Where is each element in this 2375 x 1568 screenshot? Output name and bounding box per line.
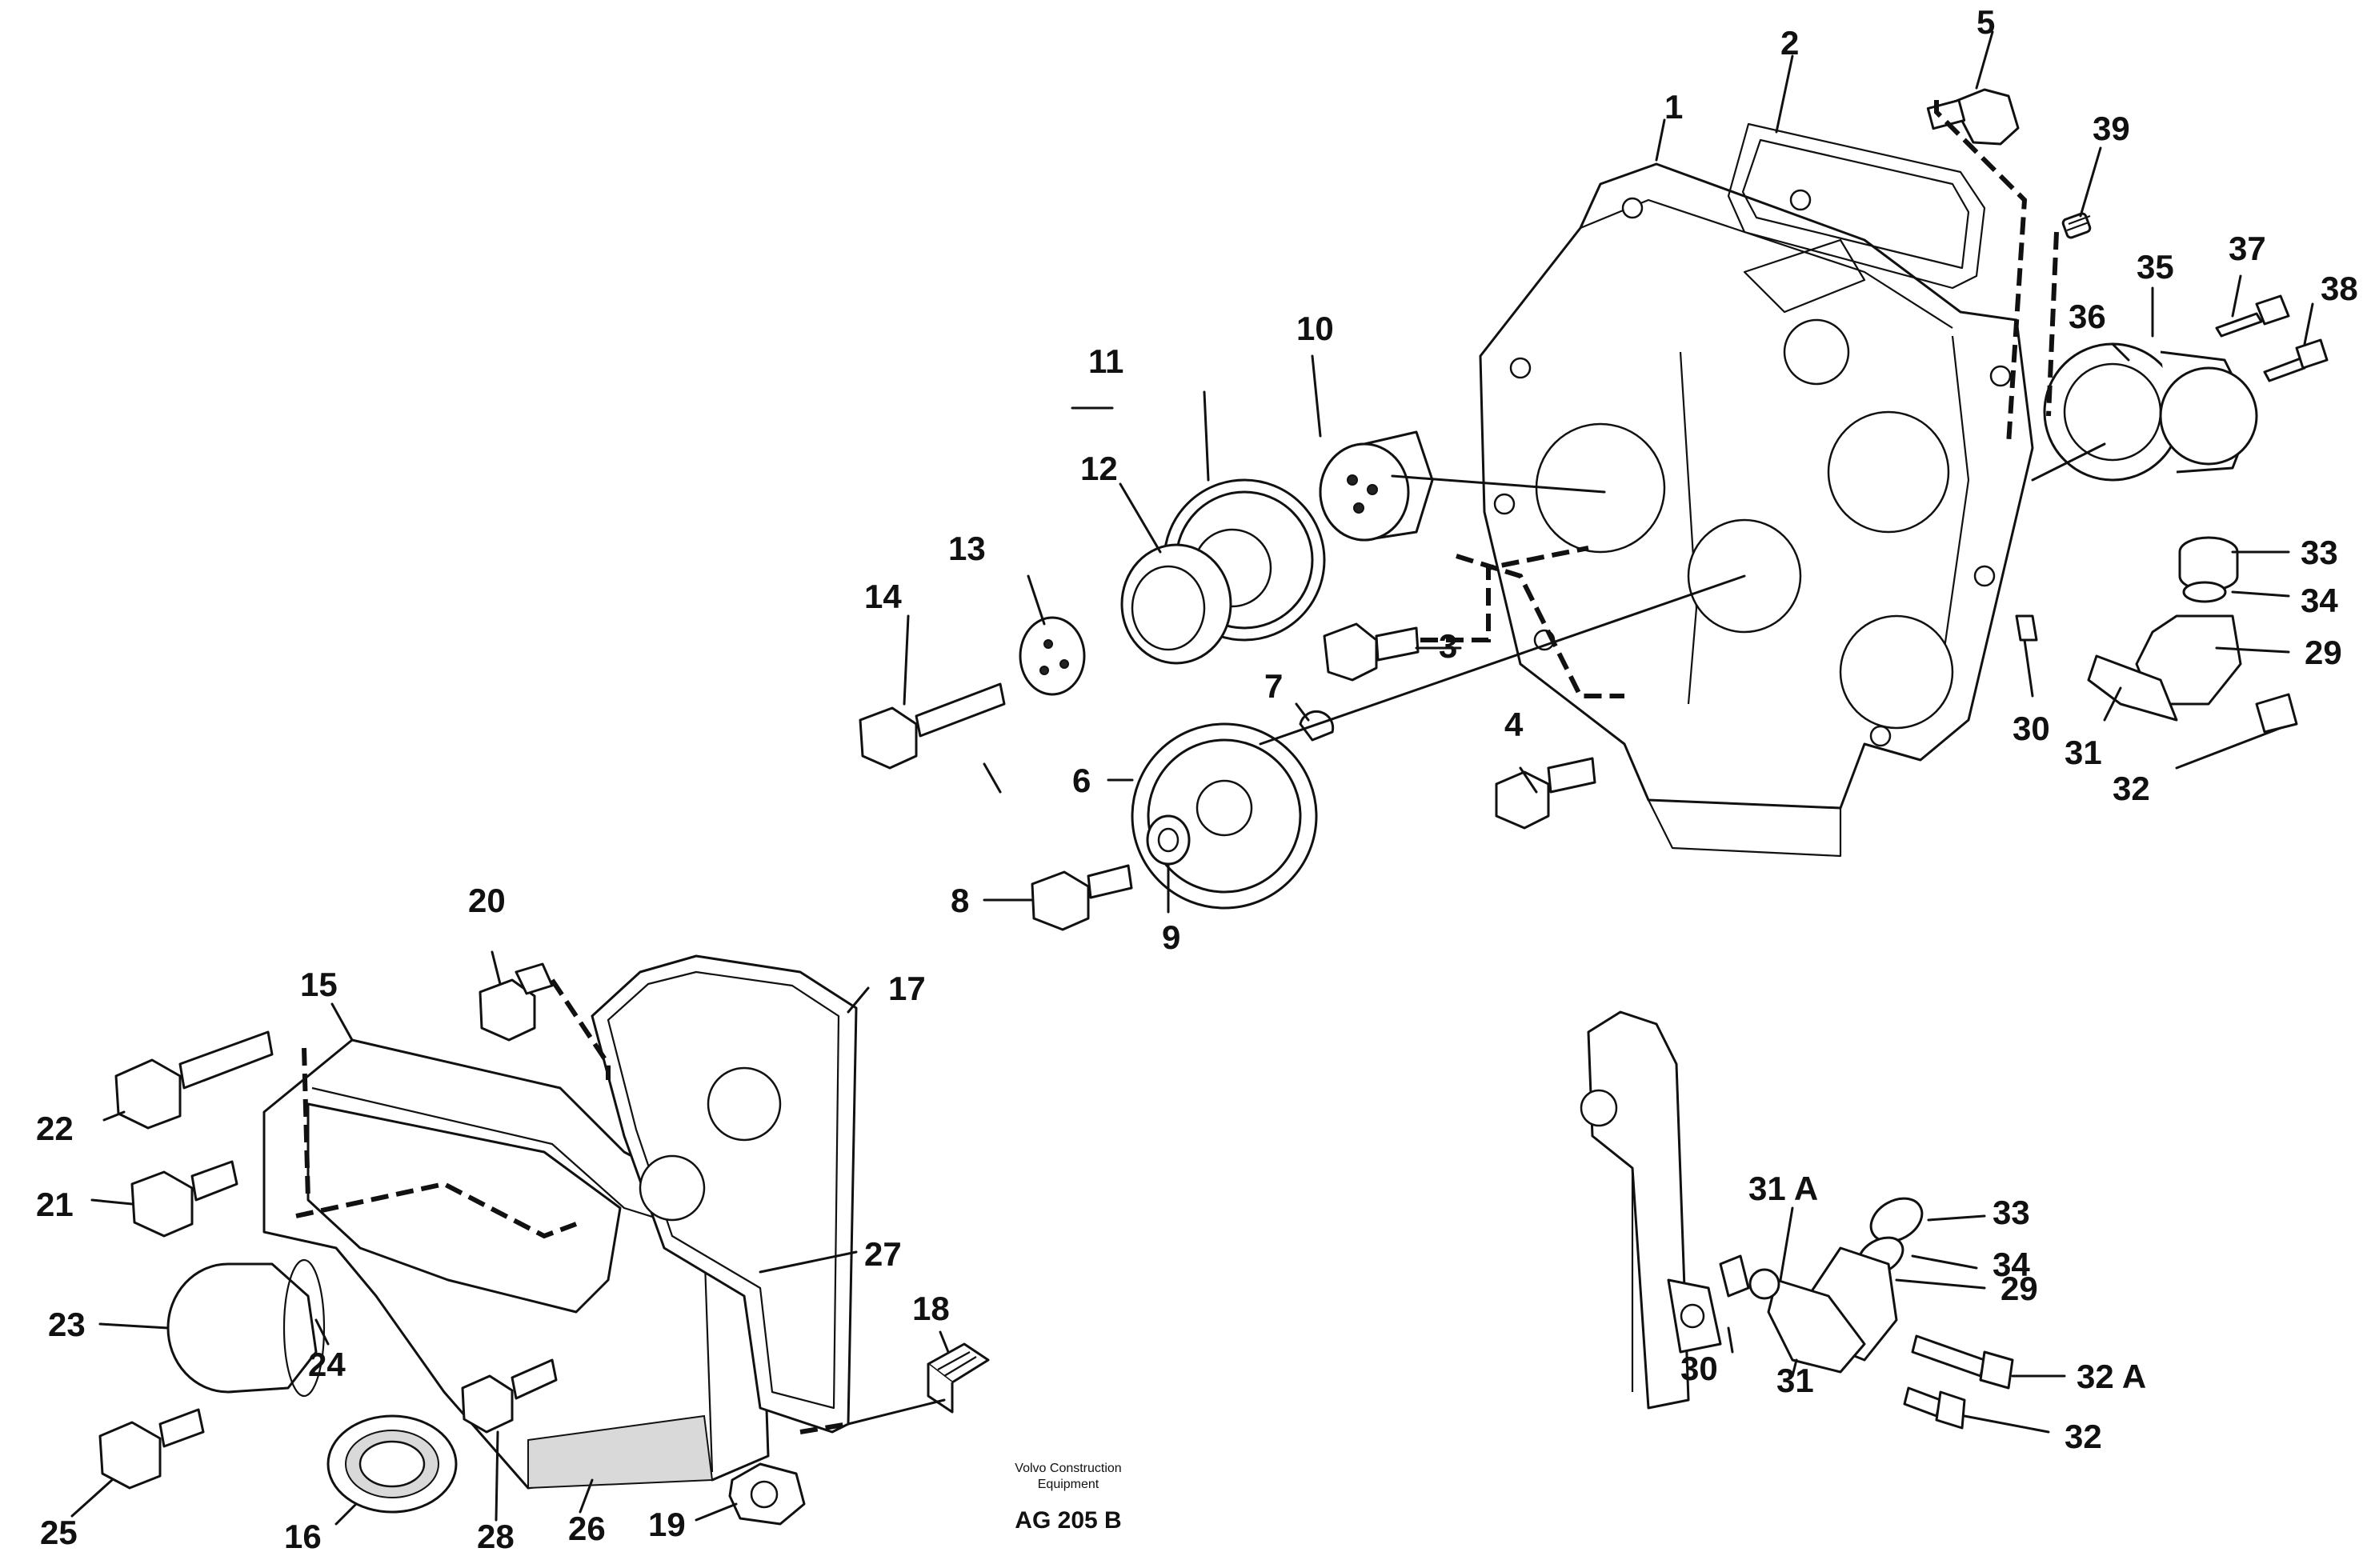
label-9: 9 [1162,918,1180,956]
oring-24 [282,1258,326,1398]
elbow-group-bottom [1719,1197,2014,1430]
label-2: 2 [1780,24,1799,62]
label-27: 27 [864,1235,902,1273]
label-30-detail: 30 [1680,1350,1718,1387]
label-29: 29 [2305,634,2342,671]
label-30: 30 [2013,710,2050,747]
label-24: 24 [308,1346,346,1383]
bolt-14 [859,682,1006,770]
label-32-detail: 32 [2065,1418,2102,1455]
bolts-37-38 [2215,294,2329,382]
detail-casing-fragment [1580,1010,1722,1410]
caption-line-2: Equipment [1038,1478,1099,1491]
stud-18 [927,1342,990,1414]
bolt-28 [461,1358,558,1434]
label-8: 8 [951,882,969,919]
label-28: 28 [477,1518,515,1555]
label-31-detail: 31 [1776,1362,1814,1399]
plug-39 [2061,212,2092,239]
label-14: 14 [864,578,902,615]
label-34-detail: 34 [1993,1246,2030,1283]
label-3: 3 [1439,627,1457,665]
cover-gasket-17 [591,954,858,1434]
label-16: 16 [284,1518,322,1555]
label-33: 33 [2301,534,2338,571]
label-31: 31 [2065,734,2102,771]
assembly-dashed-lines [295,100,2059,1434]
inner-plate [306,1102,706,1314]
label-23: 23 [48,1306,86,1343]
label-1: 1 [1664,88,1683,126]
label-32: 32 [2113,770,2150,807]
bolt-20 [479,962,554,1042]
nut-19 [728,1462,806,1526]
label-26: 26 [568,1510,606,1547]
washer-13 [1019,616,1086,696]
bolt-3 [1323,622,1420,682]
caption-line-1: Volvo Construction [1015,1462,1121,1475]
label-19: 19 [648,1506,686,1543]
label-4: 4 [1504,706,1524,743]
label-20: 20 [468,882,506,919]
cap-23 [166,1262,318,1394]
bolt-5 [1926,88,2020,146]
bolt-8 [1031,864,1133,931]
label-17: 17 [888,970,926,1007]
label-36: 36 [2069,298,2106,335]
washer-9 [1146,814,1191,866]
label-25: 25 [40,1514,78,1551]
label-22: 22 [36,1110,74,1147]
sleeve-10 [1319,430,1434,542]
label-13: 13 [948,530,986,567]
label-11: 11 [1088,342,1123,380]
bolt-21 [130,1160,238,1238]
label-32A: 32 A [2077,1358,2146,1395]
label-38: 38 [2321,270,2358,307]
bolt-4 [1495,757,1596,830]
label-10: 10 [1296,310,1334,347]
label-5: 5 [1976,3,1995,41]
label-29-detail: 29 [2001,1270,2038,1307]
flange-cover [2043,342,2258,482]
bush-12 [1120,543,1232,665]
label-37: 37 [2229,230,2266,267]
label-15: 15 [300,966,338,1003]
label-39: 39 [2093,110,2130,147]
label-6: 6 [1072,762,1091,799]
gear-6 [1131,722,1318,910]
label-33-detail: 33 [1993,1194,2030,1231]
bolt-25 [98,1408,205,1490]
bolt-22 [114,1030,274,1130]
caption-code: AG 205 B [1015,1507,1121,1534]
axis-lines [983,442,2106,794]
timing-gear-casing [1479,162,2034,858]
top-gasket [1727,122,1986,290]
label-31A: 31 A [1748,1170,1818,1207]
label-34: 34 [2301,582,2338,619]
part-number-labels: 1 2 3 4 5 6 7 8 9 10 11 12 13 14 15 16 1… [36,3,2358,1555]
label-35: 35 [2137,248,2174,286]
label-leaders [70,30,2314,1526]
elbow-group-top [2015,536,2298,734]
label-7: 7 [1264,667,1283,705]
label-18: 18 [912,1290,950,1327]
label-21: 21 [36,1186,74,1223]
seal-16 [326,1414,458,1514]
label-12: 12 [1080,450,1118,487]
caption: Volvo Construction Equipment AG 205 B [1015,1462,1121,1534]
